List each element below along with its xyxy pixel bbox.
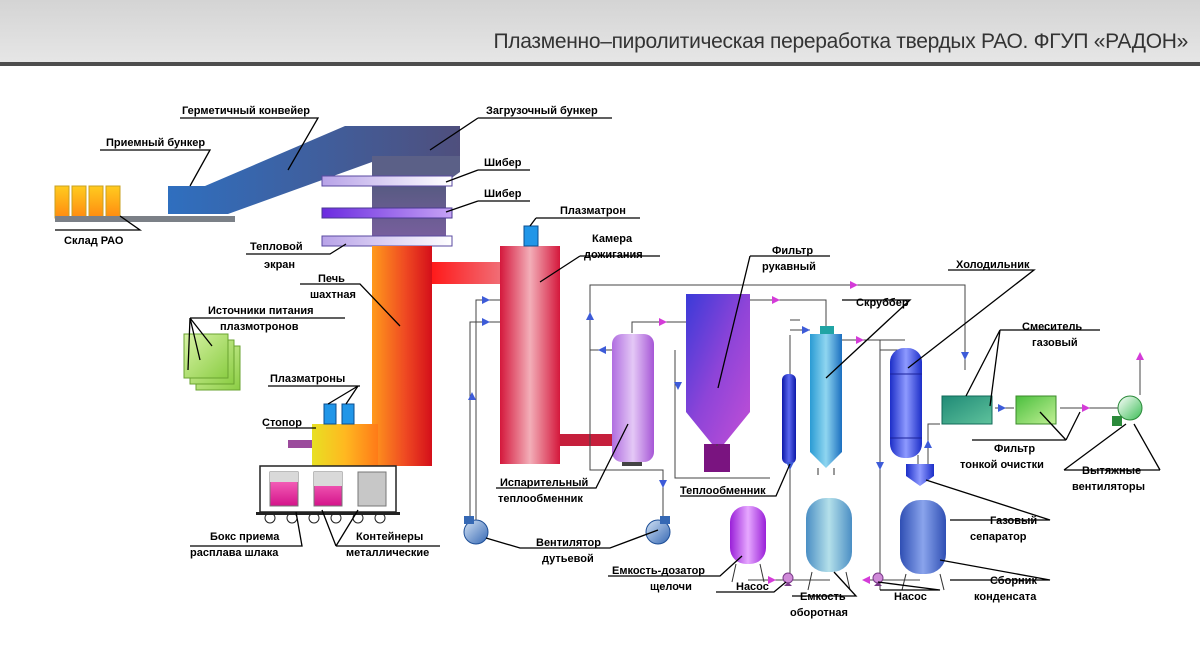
label-ventilyator: Вентилятор: [536, 537, 601, 549]
label-plazmatron: Плазматрон: [560, 205, 626, 217]
circulation-tank: [806, 498, 852, 591]
label-smesitel: Смеситель: [1022, 321, 1082, 333]
cooler: [890, 348, 922, 458]
label-konteinery: Контейнеры: [356, 531, 423, 543]
label-isparitelny: Испарительный: [500, 477, 588, 489]
gas-mixer: [941, 395, 993, 425]
label-priemny-bunker: Приемный бункер: [106, 137, 205, 149]
label-holodilnik: Холодильник: [956, 259, 1030, 271]
heat-exchanger: [782, 374, 796, 464]
label-tonkoy: тонкой очистки: [960, 459, 1044, 471]
label-dutyevoy: дутьевой: [542, 553, 594, 565]
leader-lines: [55, 117, 1161, 597]
exhaust-fans: [1112, 395, 1143, 426]
alkali-dosing-tank: [730, 506, 766, 583]
label-emk-doz: Емкость-дозатор: [612, 565, 705, 577]
label-zagruz-bunker: Загрузочный бункер: [486, 105, 598, 117]
label-teploobmennik-isp: теплообменник: [498, 493, 583, 505]
label-nasos-2: Насос: [894, 591, 927, 603]
label-shakhtnaya: шахтная: [310, 289, 356, 301]
label-sklad: Склад РАО: [64, 235, 124, 247]
page-title: Плазменно–пиролитическая переработка тве…: [493, 30, 1188, 53]
evaporative-heat-exchanger: [612, 334, 654, 466]
stopor-rod: [288, 440, 312, 448]
shaft-furnace: [372, 246, 432, 466]
label-pech: Печь: [318, 273, 345, 285]
label-dozhiganiya: дожигания: [584, 249, 643, 261]
flow-arrows: [468, 281, 1144, 584]
power-sources: [183, 333, 241, 391]
label-emkost: Емкость: [800, 591, 846, 603]
label-teplovoy: Тепловой: [250, 241, 303, 253]
furnace-flue: [432, 262, 502, 284]
afterburning-chamber: [500, 225, 560, 464]
pump-2: [872, 572, 884, 586]
condensate-tank: [900, 500, 946, 591]
label-ekran: экран: [264, 259, 295, 271]
label-filtr-ton: Фильтр: [994, 443, 1035, 455]
shiber-2: [321, 207, 453, 219]
plasmatrons: [323, 403, 355, 425]
label-shiber-2: Шибер: [484, 188, 522, 200]
blower-fan-2: [645, 516, 671, 545]
label-filtr-ruk: Фильтр: [772, 245, 813, 257]
label-oborotnaya: оборотная: [790, 607, 848, 619]
fine-filter: [1015, 395, 1057, 425]
label-boks: Бокс приема: [210, 531, 280, 543]
label-shchelochi: щелочи: [650, 581, 692, 593]
heat-screen: [321, 235, 453, 247]
header-divider: [0, 62, 1200, 66]
label-nasos-1: Насос: [736, 581, 769, 593]
label-sbornik: Сборник: [990, 575, 1037, 587]
label-plazmotronov: плазмотронов: [220, 321, 299, 333]
shiber-1: [321, 175, 453, 187]
blower-fan-1: [463, 516, 489, 545]
label-plazmatrony: Плазматроны: [270, 373, 345, 385]
label-separator: сепаратор: [970, 531, 1027, 543]
label-rukavny: рукавный: [762, 261, 816, 273]
label-stopor: Стопор: [262, 417, 302, 429]
label-kamera: Камера: [592, 233, 633, 245]
label-ventilyatory: вентиляторы: [1072, 481, 1145, 493]
label-gazovy-sep: Газовый: [990, 515, 1037, 527]
scrubber: [810, 326, 842, 475]
bag-filter: [686, 294, 750, 472]
gas-separator: [906, 464, 934, 486]
label-kondensata: конденсата: [974, 591, 1037, 603]
furnace-hearth: [312, 424, 378, 466]
slag-box: [256, 465, 400, 524]
labels: Склад РАО Приемный бункер Герметичный ко…: [64, 105, 1145, 619]
pump-1: [782, 572, 794, 586]
label-germ-konveier: Герметичный конвейер: [182, 105, 310, 117]
label-istochniki: Источники питания: [208, 305, 314, 317]
label-gazovy: газовый: [1032, 337, 1078, 349]
label-metallicheskie: металлические: [346, 547, 429, 559]
label-vytyazhnye: Вытяжные: [1082, 465, 1141, 477]
sklad-rao: [54, 185, 235, 222]
label-teploobmennik: Теплообменник: [680, 485, 766, 497]
label-skrubber: Скруббер: [856, 297, 909, 309]
label-rasplava: расплава шлака: [190, 547, 279, 559]
label-shiber-1: Шибер: [484, 157, 522, 169]
header-bar: Плазменно–пиролитическая переработка тве…: [0, 0, 1200, 62]
process-diagram: Склад РАО Приемный бункер Герметичный ко…: [54, 105, 1161, 619]
